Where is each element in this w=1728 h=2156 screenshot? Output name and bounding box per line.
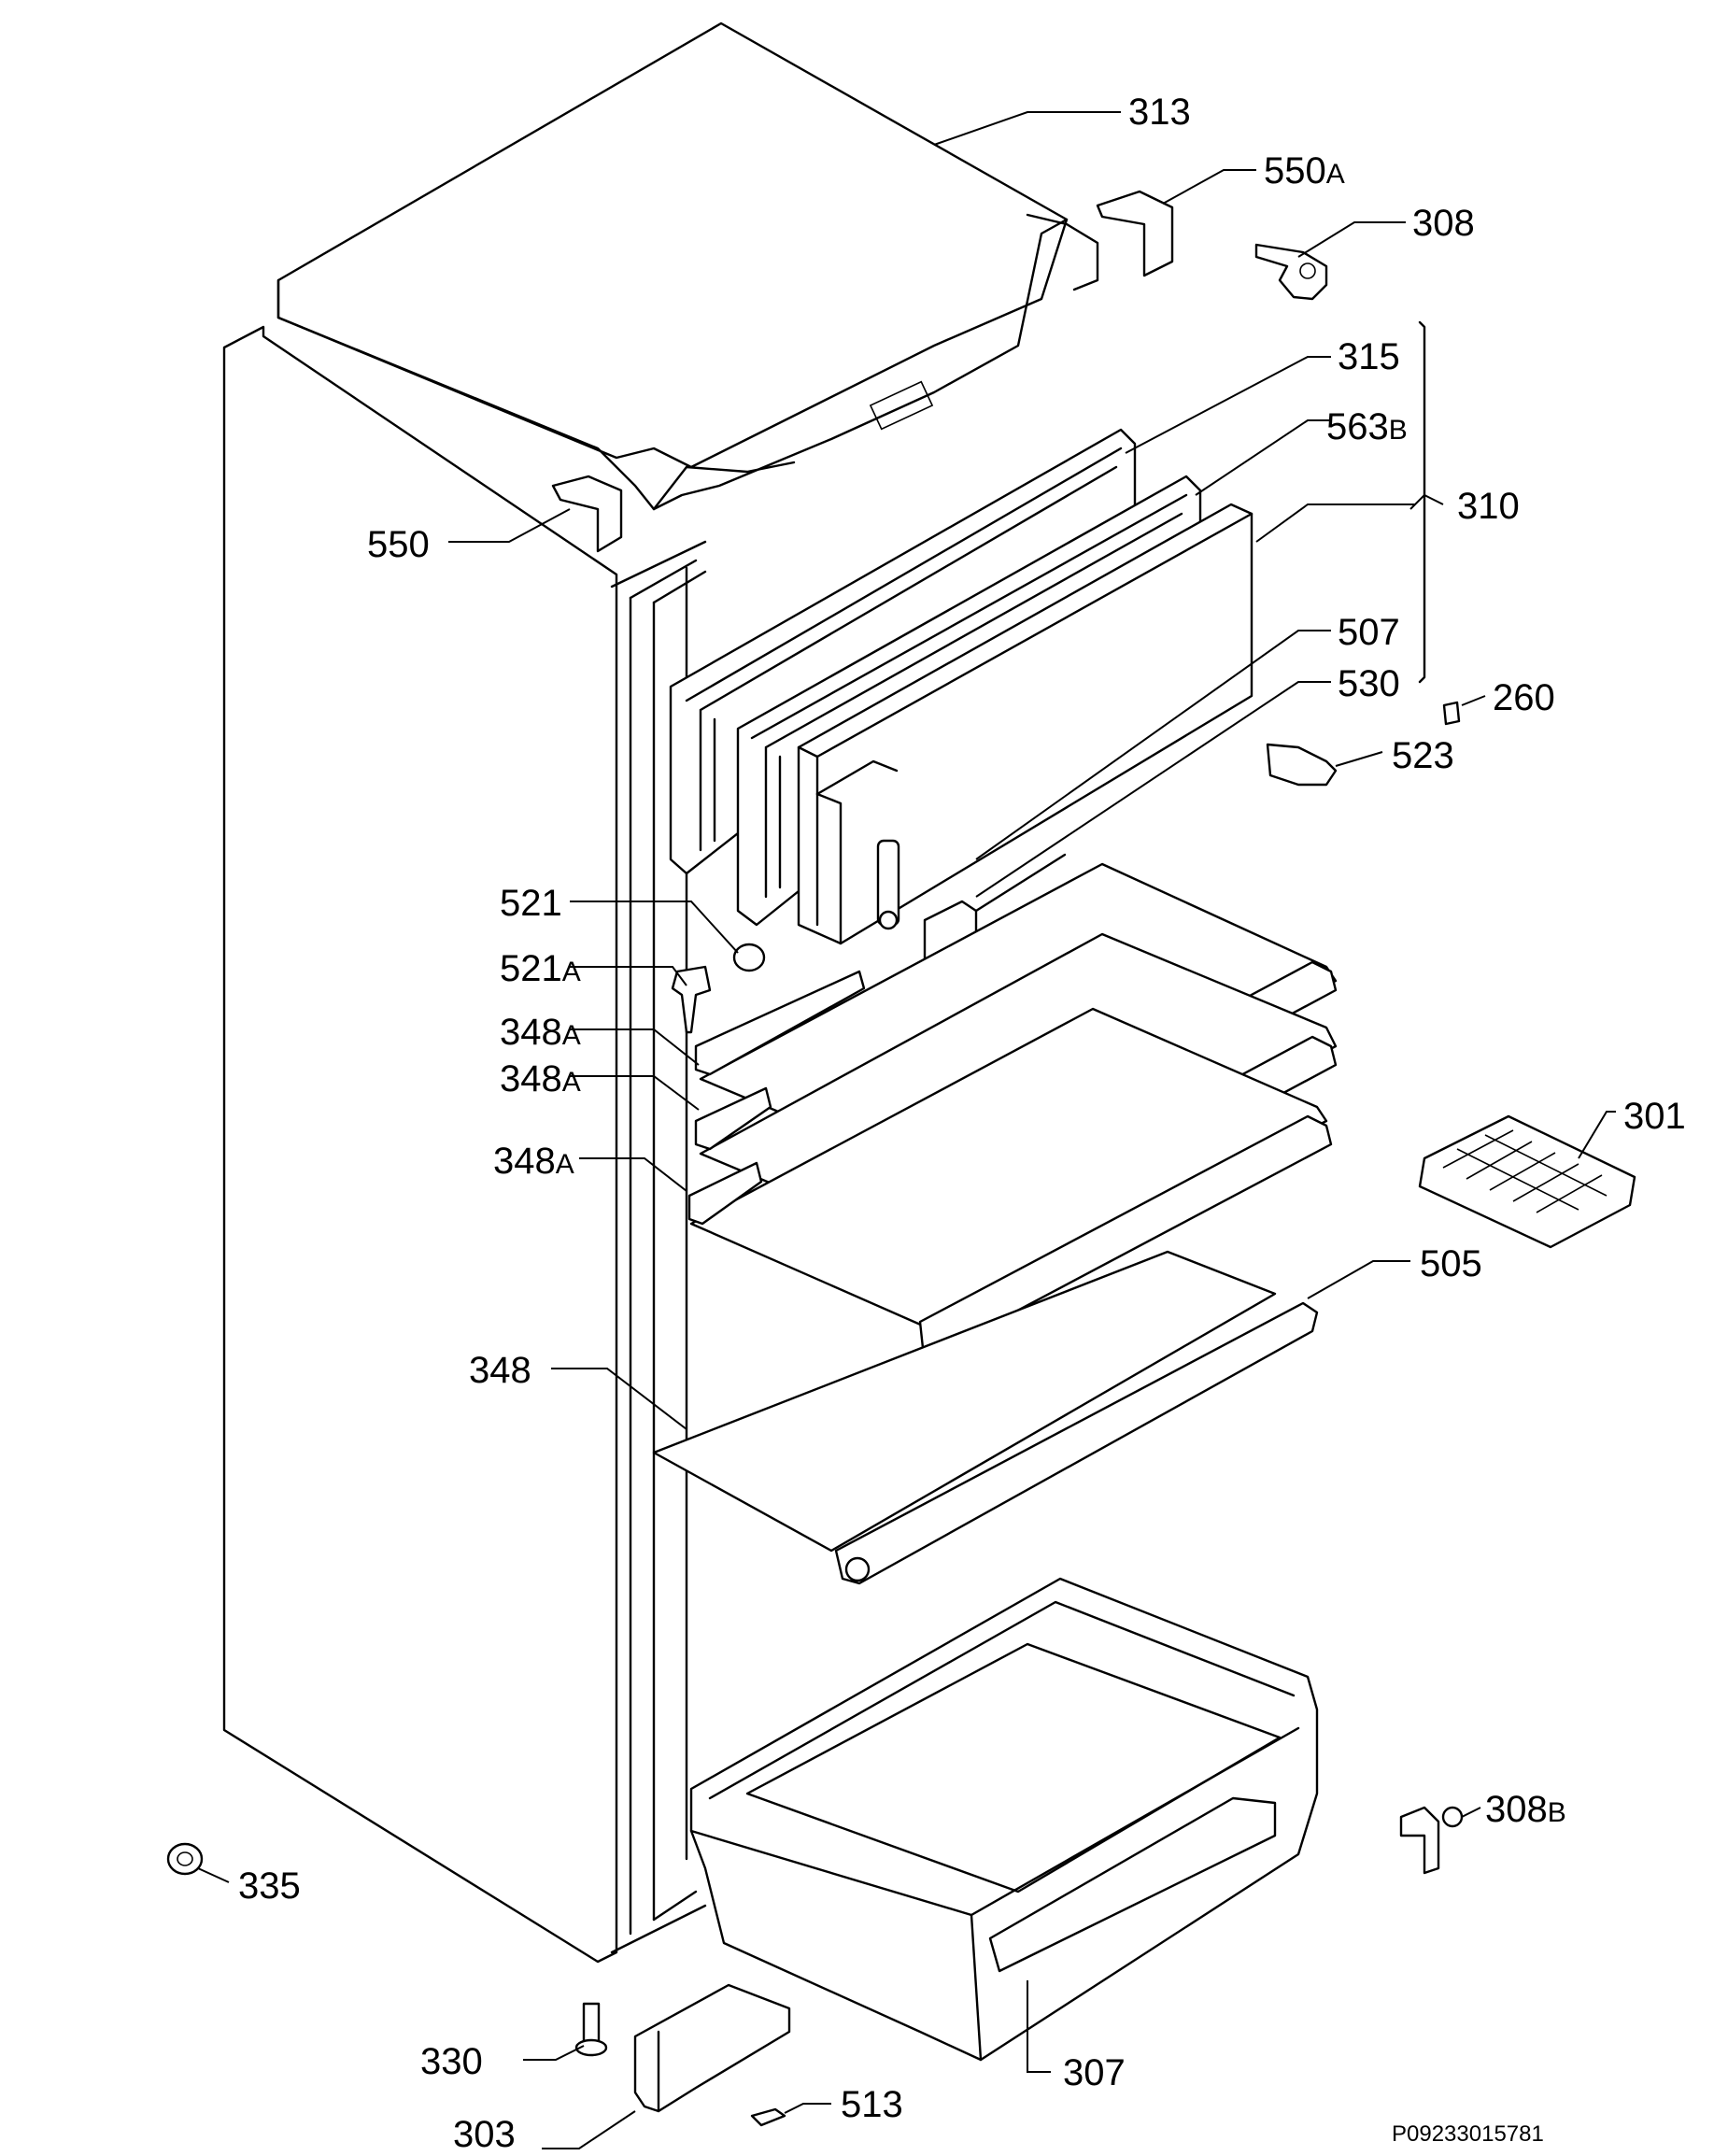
screw-330 (574, 2002, 608, 2057)
callout-348a-2: 348A (500, 1058, 581, 1099)
ice-tray (1418, 1114, 1636, 1249)
clip-260 (1442, 701, 1461, 726)
leader-lines (197, 111, 1616, 2149)
callout-563b: 563B (1326, 406, 1408, 447)
callout-315: 315 (1338, 336, 1400, 377)
light-switch (876, 839, 900, 930)
callout-260: 260 (1493, 677, 1555, 718)
callout-301: 301 (1623, 1096, 1686, 1137)
callout-303: 303 (453, 2114, 516, 2155)
glass-shelf-348 (652, 1250, 1319, 1585)
callout-310: 310 (1457, 486, 1520, 527)
reference-code: P09233015781 (1392, 2121, 1544, 2147)
callout-521a: 521A (500, 948, 581, 989)
hinge-550 (551, 475, 623, 553)
callout-308b: 308B (1485, 1789, 1566, 1830)
callout-335: 335 (238, 1865, 301, 1907)
callout-308: 308 (1412, 203, 1475, 244)
callout-521: 521 (500, 883, 562, 924)
top-cover (276, 21, 1099, 511)
callout-348: 348 (469, 1350, 531, 1391)
callout-330: 330 (420, 2041, 483, 2082)
callout-530: 530 (1338, 663, 1400, 704)
callout-523: 523 (1392, 735, 1454, 776)
callout-313: 313 (1128, 92, 1191, 133)
adjustable-foot (166, 1842, 204, 1876)
hinge-bracket-308b (1399, 1806, 1464, 1875)
plinth-303 (633, 1983, 791, 2113)
callout-550a: 550A (1264, 150, 1345, 191)
callout-513: 513 (841, 2084, 903, 2125)
hinge-bracket-308 (1254, 243, 1328, 301)
clip-521a (671, 965, 712, 1034)
callout-348a-1: 348A (500, 1012, 581, 1053)
callout-307: 307 (1063, 2052, 1126, 2093)
callout-labels: 313 550A 308 315 563B 310 550 507 530 26… (238, 92, 1686, 2155)
hinge-cover-550a (1096, 190, 1174, 277)
cabinet-body (222, 325, 707, 1964)
callout-348a-3: 348A (493, 1141, 574, 1182)
door-group-bracket (1418, 320, 1426, 684)
callout-550: 550 (367, 524, 430, 565)
callout-505: 505 (1420, 1243, 1482, 1284)
callout-507: 507 (1338, 612, 1400, 653)
door-panel (797, 503, 1254, 945)
cap-521 (732, 943, 766, 972)
crisper-drawer (689, 1577, 1319, 2062)
switch-523 (1266, 743, 1338, 787)
clip-513 (750, 2107, 786, 2127)
